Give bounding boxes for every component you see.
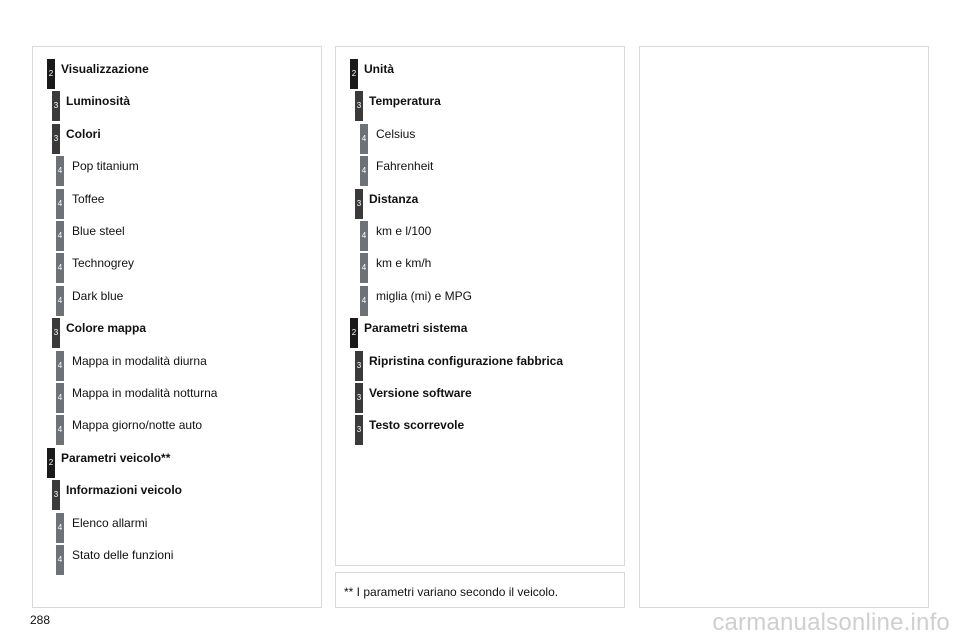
menu-item-label: Colori — [66, 126, 101, 141]
level-badge: 4 — [360, 285, 368, 316]
level-badge: 3 — [355, 383, 363, 413]
menu-item-label: Ripristina configurazione fabbrica — [369, 353, 564, 368]
level-badge: 3 — [355, 350, 363, 381]
level-badge: 2 — [47, 59, 55, 89]
level-badge: 4 — [56, 545, 64, 575]
menu-item-label: Parametri sistema — [364, 321, 468, 336]
level-badge: 4 — [56, 350, 64, 381]
menu-item-label: Pop titanium — [72, 159, 139, 174]
menu-item-label: Mappa in modalità diurna — [72, 353, 207, 368]
level-badge: 3 — [355, 188, 363, 219]
menu-item-label: Stato delle funzioni — [72, 548, 174, 562]
footnote-panel: ** I parametri variano secondo il veicol… — [335, 572, 625, 608]
menu-item-label: Dark blue — [72, 288, 124, 303]
level-badge: 3 — [52, 480, 60, 511]
page-number: 288 — [30, 613, 51, 627]
level-badge: 4 — [56, 383, 64, 413]
menu-item-label: km e l/100 — [376, 224, 432, 238]
level-badge: 4 — [56, 188, 64, 219]
level-badge: 3 — [52, 91, 60, 122]
level-badge: 4 — [56, 415, 64, 446]
menu-item-label: Technogrey — [72, 256, 135, 271]
menu-item-label: Versione software — [369, 386, 472, 400]
menu-item-label: Mappa giorno/notte auto — [72, 418, 203, 433]
menu-item-label: Elenco allarmi — [72, 515, 148, 530]
menu-item-label: Parametri veicolo** — [61, 450, 171, 465]
menu-item-label: Testo scorrevole — [369, 418, 465, 433]
menu-item-label: Unità — [364, 62, 394, 76]
level-badge: 4 — [360, 253, 368, 284]
level-badge: 4 — [56, 156, 64, 187]
menu-item-label: Informazioni veicolo — [66, 483, 183, 498]
footnote-text: ** I parametri variano secondo il veicol… — [344, 585, 559, 599]
menu-item-label: Visualizzazione — [61, 62, 149, 76]
menu-item-label: Mappa in modalità notturna — [72, 386, 218, 400]
menu-item-label: Toffee — [72, 191, 105, 206]
level-badge: 4 — [360, 221, 368, 251]
level-badge: 3 — [52, 123, 60, 154]
level-badge: 3 — [355, 415, 363, 446]
menu-item-label: miglia (mi) e MPG — [376, 288, 473, 303]
level-badge: 2 — [350, 59, 358, 89]
menu-item-label: Colore mappa — [66, 321, 147, 336]
empty-panel-right — [639, 46, 929, 608]
level-badge: 2 — [350, 318, 358, 349]
level-badge: 4 — [56, 221, 64, 251]
level-badge: 4 — [56, 512, 64, 543]
level-badge: 4 — [56, 285, 64, 316]
level-badge: 4 — [360, 156, 368, 187]
menu-item-label: Celsius — [376, 126, 416, 141]
level-badge: 4 — [360, 123, 368, 154]
level-badge: 4 — [56, 253, 64, 284]
menu-item-label: Distanza — [369, 191, 419, 206]
menu-item-label: Luminosità — [66, 94, 131, 109]
menu-item-label: km e km/h — [376, 256, 432, 271]
menu-item-label: Temperatura — [369, 94, 441, 109]
menu-item-label: Blue steel — [72, 224, 125, 238]
level-badge: 2 — [47, 447, 55, 478]
level-badge: 3 — [355, 91, 363, 122]
level-badge: 3 — [52, 318, 60, 349]
menu-item-label: Fahrenheit — [376, 159, 434, 174]
watermark: carmanualsonline.info — [712, 609, 950, 636]
